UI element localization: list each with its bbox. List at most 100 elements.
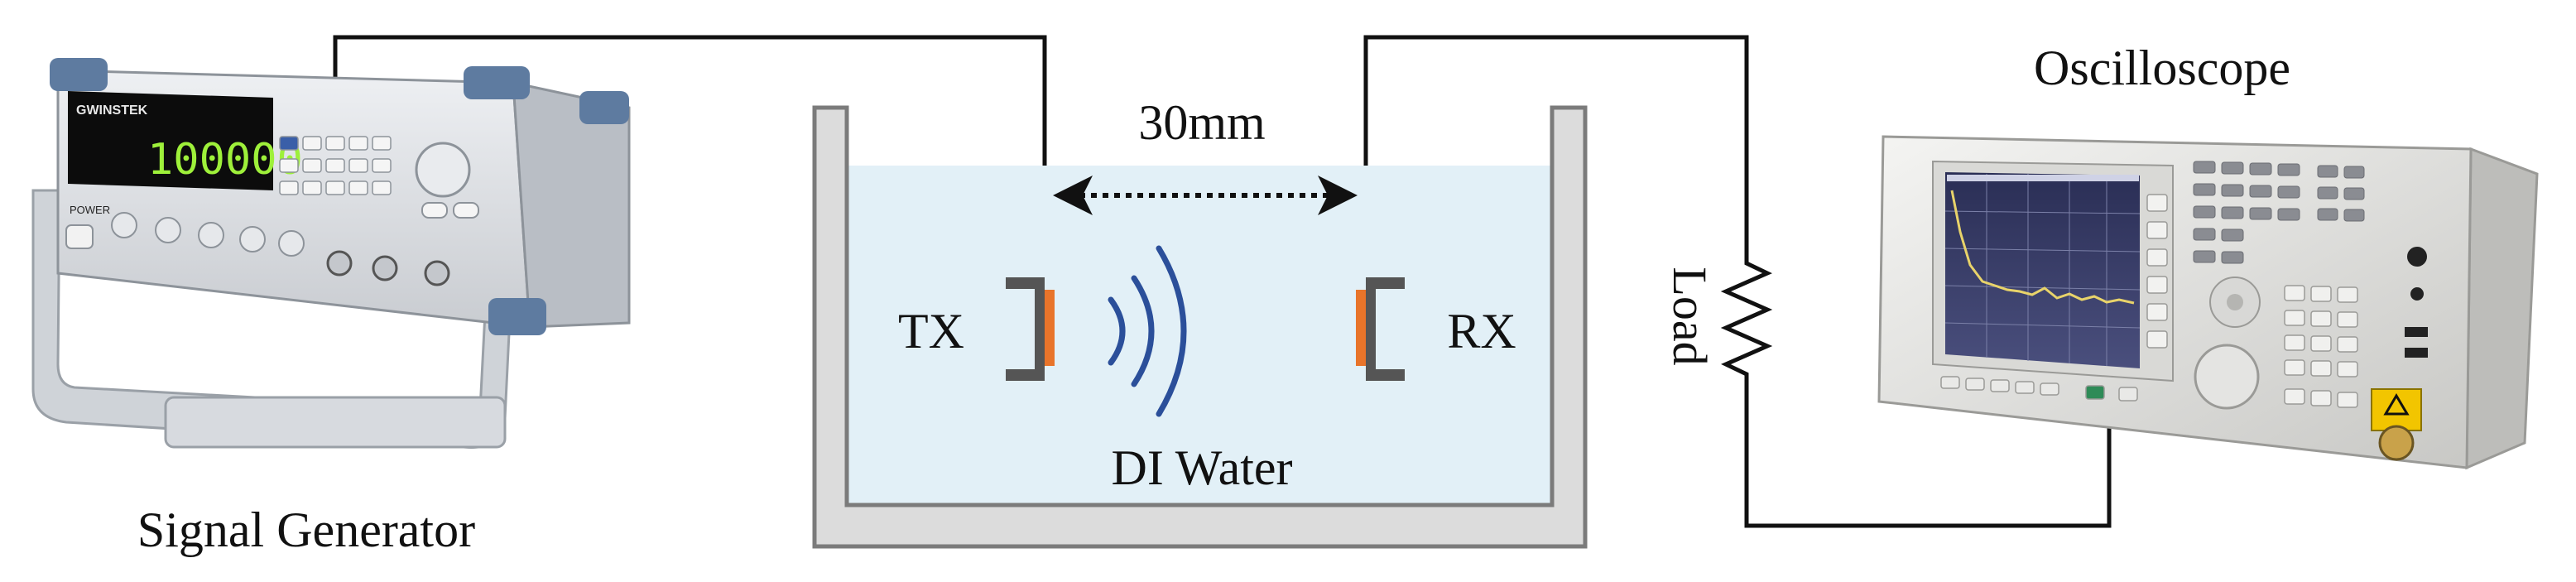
control-key	[2221, 184, 2244, 197]
key	[325, 136, 345, 151]
control-key	[2221, 161, 2244, 175]
softkey	[2146, 221, 2168, 239]
num-key	[2337, 361, 2358, 378]
control-key	[2193, 228, 2216, 241]
control-key	[2193, 161, 2216, 174]
oscilloscope	[1877, 135, 2539, 470]
num-key	[2284, 388, 2305, 405]
osc-numeric-keypad	[2284, 285, 2358, 408]
knob	[111, 212, 137, 238]
wire-rx-to-load	[1363, 35, 1749, 286]
generator-arrow-key	[421, 202, 448, 219]
tx-label: TX	[898, 304, 964, 358]
tx-housing	[1006, 277, 1045, 381]
rx-transducer: RX	[1356, 277, 1516, 381]
bumper-top-left	[50, 58, 108, 91]
softkey	[2146, 276, 2168, 294]
num-key	[2284, 334, 2305, 351]
osc-control-keys	[2193, 161, 2365, 264]
grid-line	[1944, 322, 2141, 329]
num-key	[2310, 286, 2332, 302]
distance-label: 30mm	[1138, 95, 1265, 150]
generator-keypad	[279, 136, 392, 195]
generator-power-button	[65, 224, 94, 249]
osc-rf-input	[2378, 425, 2415, 461]
control-key	[2343, 187, 2365, 200]
num-key	[2337, 286, 2358, 303]
bnc-connector	[326, 250, 353, 277]
bumper-bottom-right	[488, 298, 546, 335]
osc-softkeys	[2146, 194, 2168, 349]
signal-generator: GWINSTEK 100000 POWER	[31, 58, 631, 450]
key	[348, 158, 368, 173]
osc-screen-header	[1947, 175, 2139, 181]
generator-display	[68, 91, 273, 190]
control-key	[2221, 206, 2244, 219]
generator-bnc-connectors	[326, 250, 450, 286]
distance-indicator: 30mm	[1053, 95, 1358, 215]
generator-display-value: 100000	[147, 135, 303, 185]
grid-line	[1944, 210, 2141, 214]
wave-1	[1108, 296, 1126, 366]
key	[372, 180, 392, 195]
generator-knobs	[111, 212, 305, 257]
knob	[278, 230, 305, 257]
osc-screen	[1945, 172, 2140, 368]
softkey	[2146, 248, 2168, 267]
oscilloscope-label: Oscilloscope	[2034, 41, 2290, 95]
knob	[239, 226, 266, 253]
wave-2	[1131, 275, 1155, 387]
bnc-connector	[424, 260, 450, 286]
generator-brand: GWINSTEK	[76, 103, 148, 118]
bottom-key	[2015, 381, 2035, 394]
osc-usb-port	[2405, 327, 2428, 337]
control-key	[2277, 208, 2300, 221]
osc-side	[2465, 147, 2539, 470]
control-key	[2249, 185, 2272, 198]
bnc-connector	[372, 255, 398, 281]
resistor-zigzag	[1720, 248, 1773, 385]
rx-label: RX	[1447, 304, 1516, 358]
tank-wall	[812, 105, 1588, 549]
osc-port	[2407, 247, 2427, 267]
wiring	[333, 35, 2112, 528]
num-key	[2284, 285, 2305, 301]
load-resistor: Load	[1663, 248, 1773, 385]
key	[302, 158, 322, 173]
bottom-key	[2118, 387, 2138, 402]
generator-power-label: POWER	[70, 204, 110, 216]
bottom-key	[1940, 376, 1960, 389]
control-key	[2221, 251, 2244, 264]
bottom-key-green	[2085, 385, 2105, 400]
num-key	[2337, 392, 2358, 408]
generator-arrow-key	[453, 202, 479, 219]
generator-main-knob	[415, 142, 471, 198]
control-key	[2193, 250, 2216, 263]
osc-main-knob	[2194, 344, 2260, 410]
key	[325, 158, 345, 173]
medium-label: DI Water	[1112, 440, 1293, 495]
key	[372, 136, 392, 151]
warning-icon	[2383, 393, 2410, 416]
grid-line	[1944, 248, 2141, 253]
key	[348, 180, 368, 195]
knob	[198, 222, 224, 248]
water-body	[847, 166, 1552, 505]
key	[325, 180, 345, 195]
softkey	[2146, 330, 2168, 349]
num-key	[2310, 335, 2332, 352]
control-key	[2317, 186, 2338, 200]
key-blue	[279, 136, 299, 151]
wave-3	[1156, 245, 1187, 417]
wire-generator-to-tx	[333, 35, 1047, 286]
control-key	[2221, 228, 2244, 242]
key	[348, 136, 368, 151]
num-key	[2284, 359, 2305, 376]
osc-bottom-keys	[1940, 376, 2138, 402]
osc-screen-grid	[1944, 174, 2141, 366]
signal-generator-label: Signal Generator	[137, 503, 475, 557]
generator-foot	[164, 396, 507, 449]
control-key	[2277, 185, 2300, 199]
key	[302, 136, 322, 151]
